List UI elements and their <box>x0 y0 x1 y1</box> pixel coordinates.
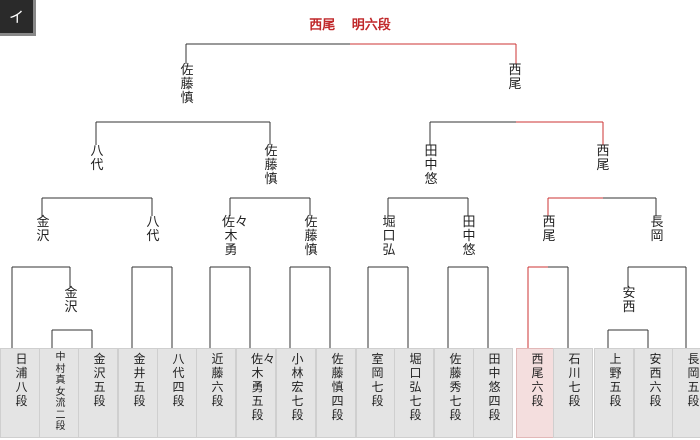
player-name: 長岡五段 <box>687 352 700 408</box>
tab-label[interactable]: イ <box>0 0 36 36</box>
player-card[interactable]: 室岡七段 <box>356 348 396 438</box>
player-card[interactable]: 安西六段 <box>634 348 674 438</box>
player-card[interactable]: 上野五段 <box>594 348 634 438</box>
player-name: 中村真女流二段 <box>55 352 66 432</box>
player-card[interactable]: 石川七段 <box>553 348 593 438</box>
player-name: 小林宏七段 <box>291 352 304 422</box>
r2-name-4: 佐藤慎 <box>302 216 320 258</box>
player-card[interactable]: 中村真女流二段 <box>39 348 79 438</box>
r3-name-3: 田中悠 <box>422 145 440 187</box>
r2-name-8: 長岡 <box>648 216 666 244</box>
player-name: 金沢五段 <box>93 352 106 408</box>
r3-name-2: 佐藤慎 <box>262 145 280 187</box>
r3-name-4: 西尾 <box>594 145 612 173</box>
r2-name-3: 佐々木勇 <box>222 215 249 258</box>
player-card[interactable]: 金沢五段 <box>78 348 118 438</box>
player-name: 八代四段 <box>172 352 185 408</box>
player-name: 近藤六段 <box>211 352 224 408</box>
player-name: 日浦八段 <box>15 352 28 408</box>
player-card[interactable]: 佐々木勇五段 <box>236 348 276 438</box>
player-card[interactable]: 日浦八段 <box>0 348 40 438</box>
player-card[interactable]: 長岡五段 <box>672 348 700 438</box>
player-card[interactable]: 佐藤秀七段 <box>434 348 474 438</box>
player-card[interactable]: 金井五段 <box>118 348 158 438</box>
r1-name-lower: 安西 <box>620 287 638 315</box>
player-name: 佐藤慎四段 <box>331 352 344 422</box>
final-result: 西尾 明六段 <box>260 14 440 33</box>
player-card[interactable]: 田中悠四段 <box>473 348 513 438</box>
player-name: 佐藤秀七段 <box>449 352 462 422</box>
player-card[interactable]: 近藤六段 <box>196 348 236 438</box>
player-name: 安西六段 <box>649 352 662 408</box>
semifinal-right-name: 西尾 <box>506 64 524 92</box>
player-card[interactable]: 佐藤慎四段 <box>316 348 356 438</box>
player-name: 田中悠四段 <box>488 352 501 422</box>
player-name: 佐々木勇五段 <box>251 352 276 422</box>
r2-name-1: 金沢 <box>34 216 52 244</box>
player-card[interactable]: 八代四段 <box>157 348 197 438</box>
r3-name-1: 八代 <box>88 145 106 173</box>
player-name: 堀口弘七段 <box>409 352 422 422</box>
final-loser: 明六段 <box>351 18 391 33</box>
player-card-winner[interactable]: 西尾六段 <box>516 348 556 438</box>
player-card[interactable]: 堀口弘七段 <box>394 348 434 438</box>
player-card[interactable]: 小林宏七段 <box>276 348 316 438</box>
r2-name-5: 堀口弘 <box>380 216 398 258</box>
r2-name-7: 西尾 <box>540 216 558 244</box>
semifinal-left-name: 佐藤慎 <box>178 64 196 106</box>
player-name: 西尾六段 <box>531 352 544 408</box>
r2-name-2: 八代 <box>144 216 162 244</box>
player-name: 石川七段 <box>568 352 581 408</box>
final-winner: 西尾 <box>309 18 336 33</box>
player-name: 上野五段 <box>609 352 622 408</box>
r1-name-upper: 金沢 <box>62 287 80 315</box>
player-name: 室岡七段 <box>371 352 384 408</box>
player-name: 金井五段 <box>133 352 146 408</box>
r2-name-6: 田中悠 <box>460 216 478 258</box>
